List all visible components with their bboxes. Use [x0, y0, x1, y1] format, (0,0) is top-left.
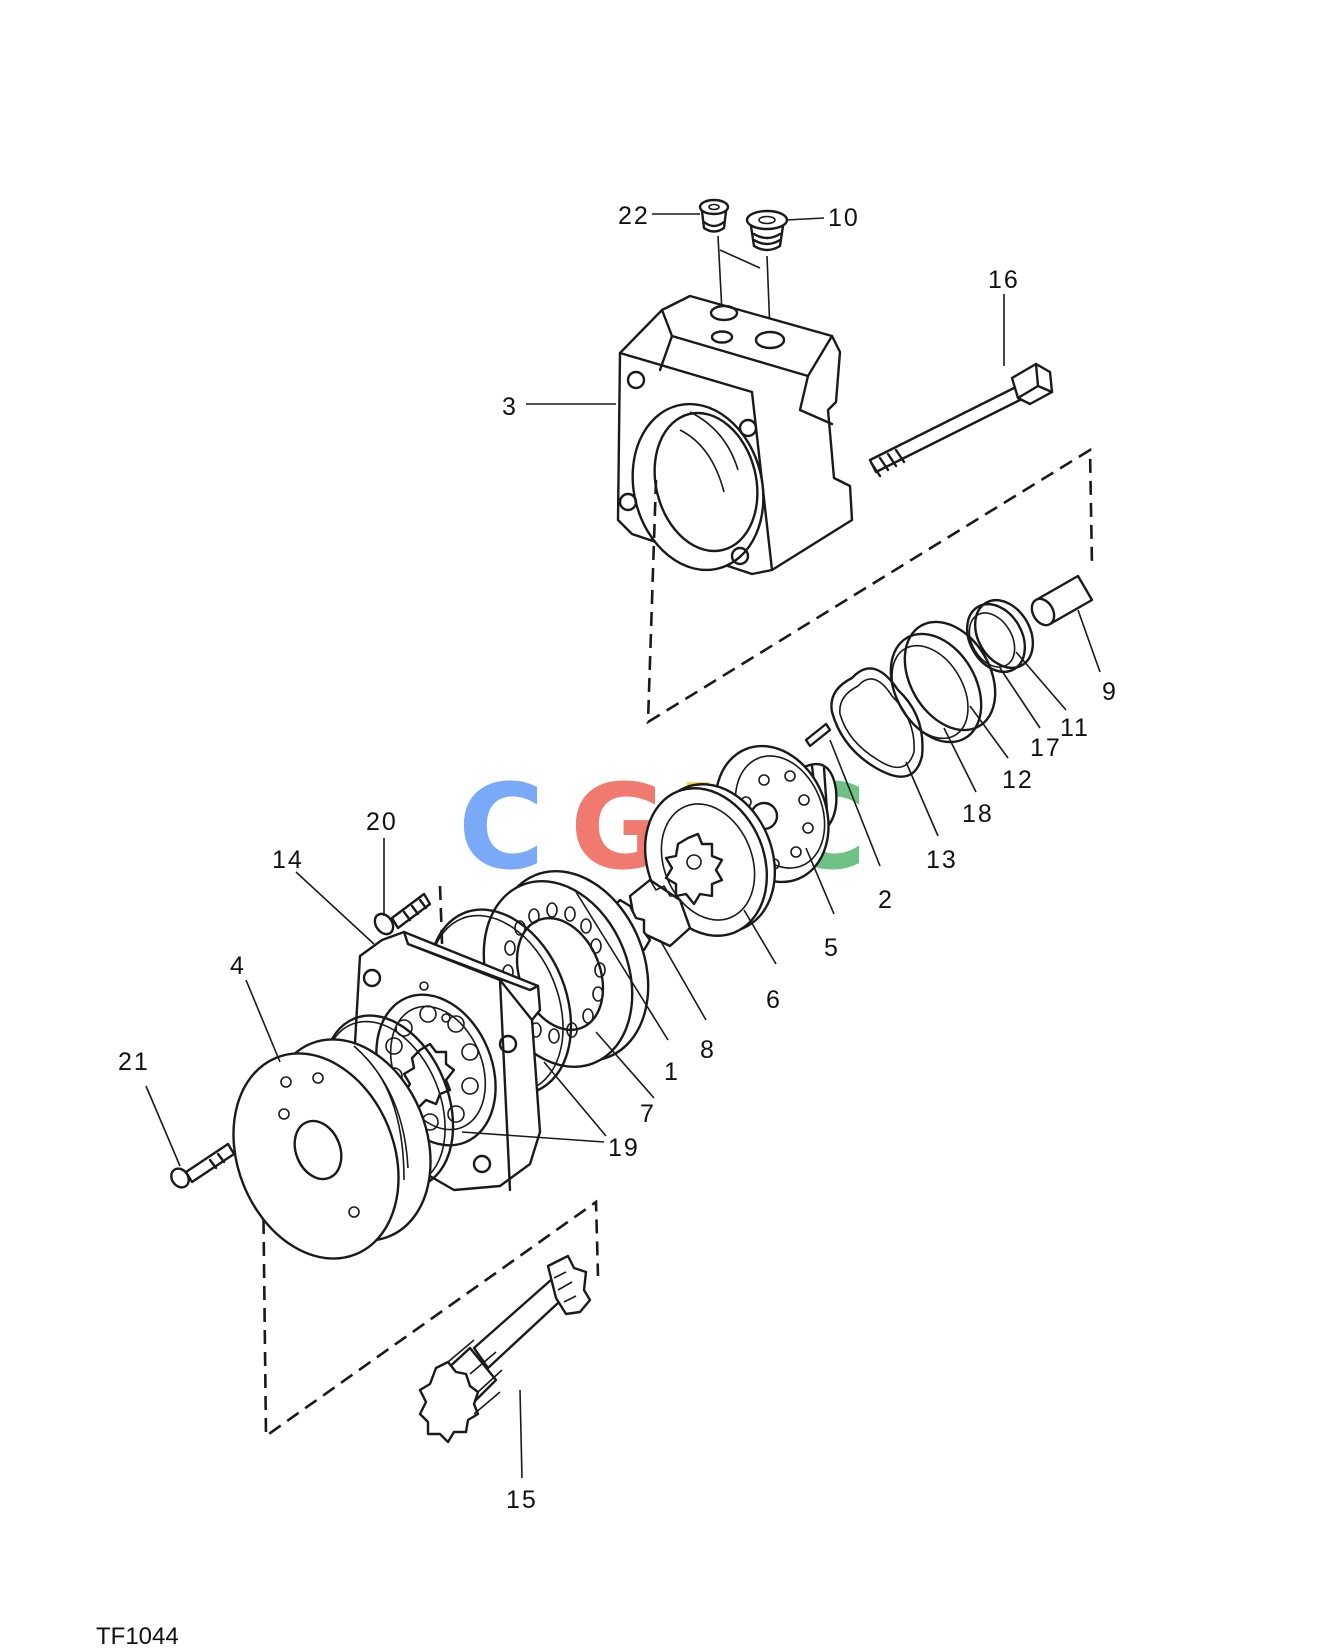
- bolt-20: [373, 892, 432, 936]
- callout-4: 4: [230, 952, 246, 980]
- callout-20: 20: [366, 808, 398, 836]
- housing-3: [616, 294, 854, 576]
- callout-1: 1: [664, 1058, 680, 1086]
- callout-3: 3: [502, 393, 518, 421]
- bolt-16: [868, 362, 1054, 478]
- callout-18: 18: [962, 800, 994, 828]
- leader-lines: [145, 213, 1101, 1479]
- callout-6: 6: [766, 986, 782, 1014]
- callout-10: 10: [828, 204, 860, 232]
- callout-17: 17: [1030, 734, 1062, 762]
- watermark-letter-1: C: [458, 758, 545, 896]
- end-cap-4: [232, 1038, 432, 1260]
- callout-13: 13: [926, 846, 958, 874]
- callout-5: 5: [824, 934, 840, 962]
- shaft-15: [418, 1254, 592, 1444]
- bolt-21: [170, 1142, 236, 1189]
- callout-16: 16: [988, 266, 1020, 294]
- seal-13: [830, 667, 924, 778]
- callout-14: 14: [272, 846, 304, 874]
- callout-22: 22: [618, 202, 650, 230]
- plug-10: [745, 209, 789, 252]
- callouts: 22 10 16 3 9 11 17 12 18 13 2 5 6 8 1 7 …: [118, 202, 1118, 1514]
- callout-8: 8: [700, 1036, 716, 1064]
- callout-11: 11: [1060, 714, 1090, 742]
- callout-19: 19: [608, 1134, 640, 1162]
- pin-9: [1030, 574, 1094, 627]
- pin-2: [804, 722, 832, 748]
- figure-reference: TF1044: [96, 1623, 179, 1650]
- rings-11-17: [965, 599, 1035, 673]
- callout-7: 7: [640, 1100, 656, 1128]
- callout-9: 9: [1102, 678, 1118, 706]
- plug-22: [698, 198, 730, 233]
- callout-2: 2: [878, 886, 894, 914]
- callout-15: 15: [506, 1486, 538, 1514]
- callout-21: 21: [118, 1048, 150, 1076]
- callout-12: 12: [1002, 766, 1034, 794]
